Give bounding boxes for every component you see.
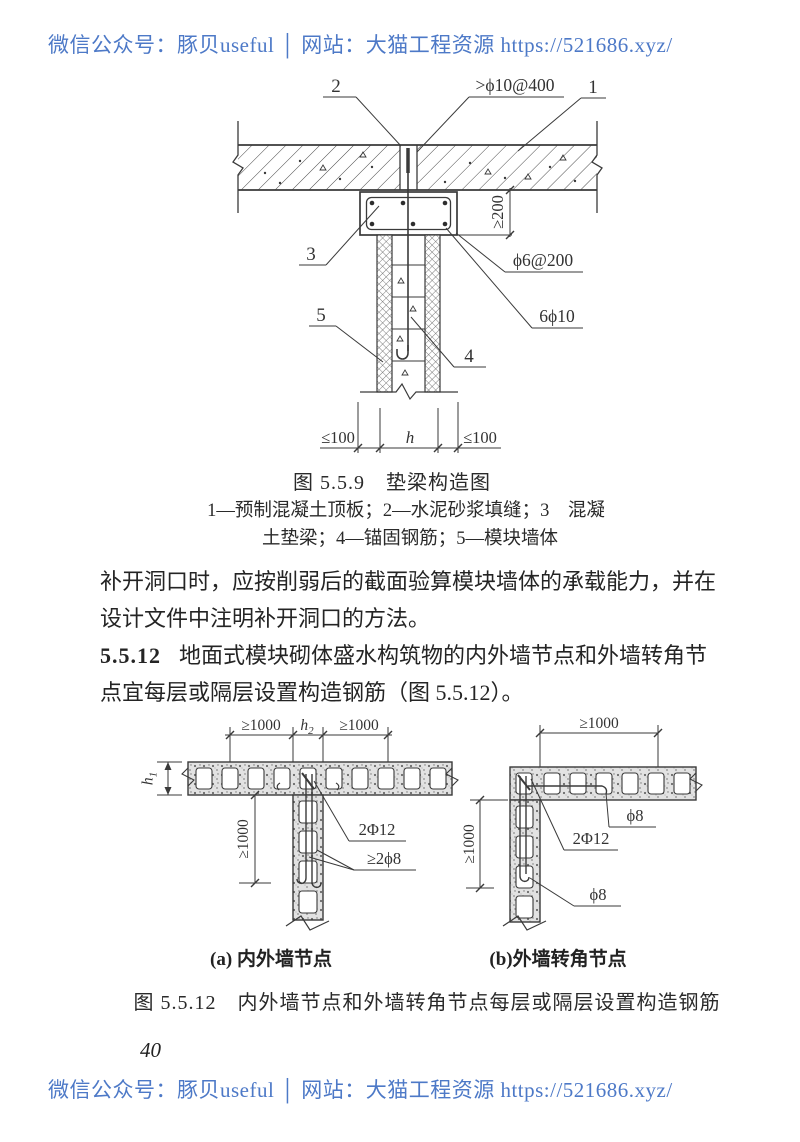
figure-5-5-9-legend-line2: 土垫梁；4—锚固钢筋；5—模块墙体 xyxy=(261,529,559,549)
svg-text:ϕ8: ϕ8 xyxy=(590,885,607,904)
a-h1-dim: h1 xyxy=(140,761,182,796)
svg-text:2Φ12: 2Φ12 xyxy=(359,820,396,839)
mortar-joint xyxy=(399,145,418,190)
a-wall-cells xyxy=(195,767,447,790)
a-vert-dim: ≥1000 xyxy=(235,790,271,888)
a-top-dim: ≥1000 h2 ≥1000 xyxy=(225,717,393,762)
b-top-dim: ≥1000 xyxy=(535,715,663,767)
figure-5-5-12-caption: 图 5.5.12 内外墙节点和外墙转角节点每层或隔层设置构造钢筋 xyxy=(133,992,721,1014)
svg-text:≥200: ≥200 xyxy=(488,195,507,229)
callout-stirrups: ϕ6@200 xyxy=(455,232,583,273)
dim-bottom: ≤100 h ≤100 xyxy=(320,402,501,453)
a-cell-hook-right xyxy=(335,782,340,791)
svg-text:≤100: ≤100 xyxy=(463,428,497,447)
svg-text:≥1000: ≥1000 xyxy=(339,717,379,734)
a-labels: 2Φ12 ≥2ϕ8 xyxy=(308,780,416,871)
svg-text:≥1000: ≥1000 xyxy=(579,715,619,732)
figure-5-5-12-drawing: ≥1000 h2 ≥1000 h1 xyxy=(140,715,703,931)
svg-text:≤100: ≤100 xyxy=(321,428,355,447)
svg-text:6ϕ10: 6ϕ10 xyxy=(539,306,575,326)
svg-text:≥2ϕ8: ≥2ϕ8 xyxy=(367,849,401,868)
svg-text:≥1000: ≥1000 xyxy=(235,819,252,859)
svg-text:≥1000: ≥1000 xyxy=(461,824,478,864)
svg-text:ϕ8: ϕ8 xyxy=(627,806,644,825)
a-cell-hook-left xyxy=(276,782,281,791)
header-watermark-text: 微信公众号：豚贝useful │ 网站：大猫工程资源 https://52168… xyxy=(48,33,673,57)
footer-watermark-text: 微信公众号：豚贝useful │ 网站：大猫工程资源 https://52168… xyxy=(48,1078,673,1102)
callout-5: 5 xyxy=(309,305,384,363)
a-horizontal-wall xyxy=(181,761,459,796)
module-wall xyxy=(360,234,458,401)
body-line-1: 补开洞口时，应按削弱后的截面验算模块墙体的承载能力，并在 xyxy=(100,569,717,594)
svg-text:3: 3 xyxy=(306,244,316,265)
callout-2: 2 xyxy=(323,76,402,147)
clause-line-2: 点宜每层或隔层设置构造钢筋（图 5.5.12）。 xyxy=(100,680,524,705)
wall-break-line xyxy=(360,382,458,401)
figure-5-5-9-drawing: ≥200 ≤100 h ≤100 2 >ϕ10@400 xyxy=(232,75,606,453)
svg-text:ϕ6@200: ϕ6@200 xyxy=(513,250,574,270)
diagram-a: ≥1000 h2 ≥1000 h1 xyxy=(140,717,459,931)
b-horizontal-wall xyxy=(509,766,703,801)
callout-top-bar: >ϕ10@400 xyxy=(416,75,564,153)
subcaption-b: (b)外墙转角节点 xyxy=(489,949,627,970)
bed-joints xyxy=(392,264,425,362)
callout-4: 4 xyxy=(410,316,486,368)
longitudinal-bar-dots xyxy=(369,200,448,227)
b-vert-dim: ≥1000 xyxy=(461,795,508,893)
aggregate-dots xyxy=(263,159,577,185)
body-line-2: 设计文件中注明补开洞口的方法。 xyxy=(100,606,431,631)
svg-text:1: 1 xyxy=(588,77,598,98)
svg-text:2: 2 xyxy=(331,76,341,97)
bar-tick-triangles xyxy=(396,277,417,376)
svg-text:5: 5 xyxy=(316,305,326,326)
svg-text:≥1000: ≥1000 xyxy=(241,717,281,734)
svg-text:h1: h1 xyxy=(140,772,160,785)
figure-5-5-9-caption: 图 5.5.9 垫梁构造图 xyxy=(293,472,491,494)
clause-number: 5.5.12 xyxy=(100,643,161,668)
anchor-bar xyxy=(396,148,417,376)
figure-5-5-9-legend-line1: 1—预制混凝土顶板；2—水泥砂浆填缝；3 混凝 xyxy=(207,501,605,521)
a-rebars xyxy=(296,772,322,889)
callout-3: 3 xyxy=(299,205,380,266)
svg-text:>ϕ10@400: >ϕ10@400 xyxy=(476,75,555,95)
b-vertical-wall xyxy=(502,799,547,931)
diagram-b: ≥1000 xyxy=(461,715,703,931)
clause-text-1: 地面式模块砌体盛水构筑物的内外墙节点和外墙转角节 xyxy=(179,643,708,668)
b-rebars xyxy=(517,774,608,883)
dim-depth-200: ≥200 xyxy=(457,185,515,240)
b-labels: ϕ8 2Φ12 ϕ8 xyxy=(529,778,656,907)
svg-text:h: h xyxy=(406,428,415,447)
clause-line-1: 5.5.12 地面式模块砌体盛水构筑物的内外墙节点和外墙转角节 xyxy=(100,637,740,674)
page-number: 40 xyxy=(140,1038,161,1062)
aggregate-triangles xyxy=(319,151,567,180)
subcaption-a: (a) 内外墙节点 xyxy=(210,949,332,970)
callouts: 2 >ϕ10@400 1 3 5 ϕ6@200 xyxy=(299,75,606,368)
svg-text:h2: h2 xyxy=(300,717,314,737)
callout-1: 1 xyxy=(517,77,606,152)
a-vertical-wall xyxy=(285,794,330,931)
svg-text:2Φ12: 2Φ12 xyxy=(573,829,610,848)
callout-long-bars: 6ϕ10 xyxy=(445,227,583,329)
body-text: 补开洞口时，应按削弱后的截面验算模块墙体的承载能力，并在 设计文件中注明补开洞口… xyxy=(100,563,740,711)
svg-text:4: 4 xyxy=(464,346,474,367)
